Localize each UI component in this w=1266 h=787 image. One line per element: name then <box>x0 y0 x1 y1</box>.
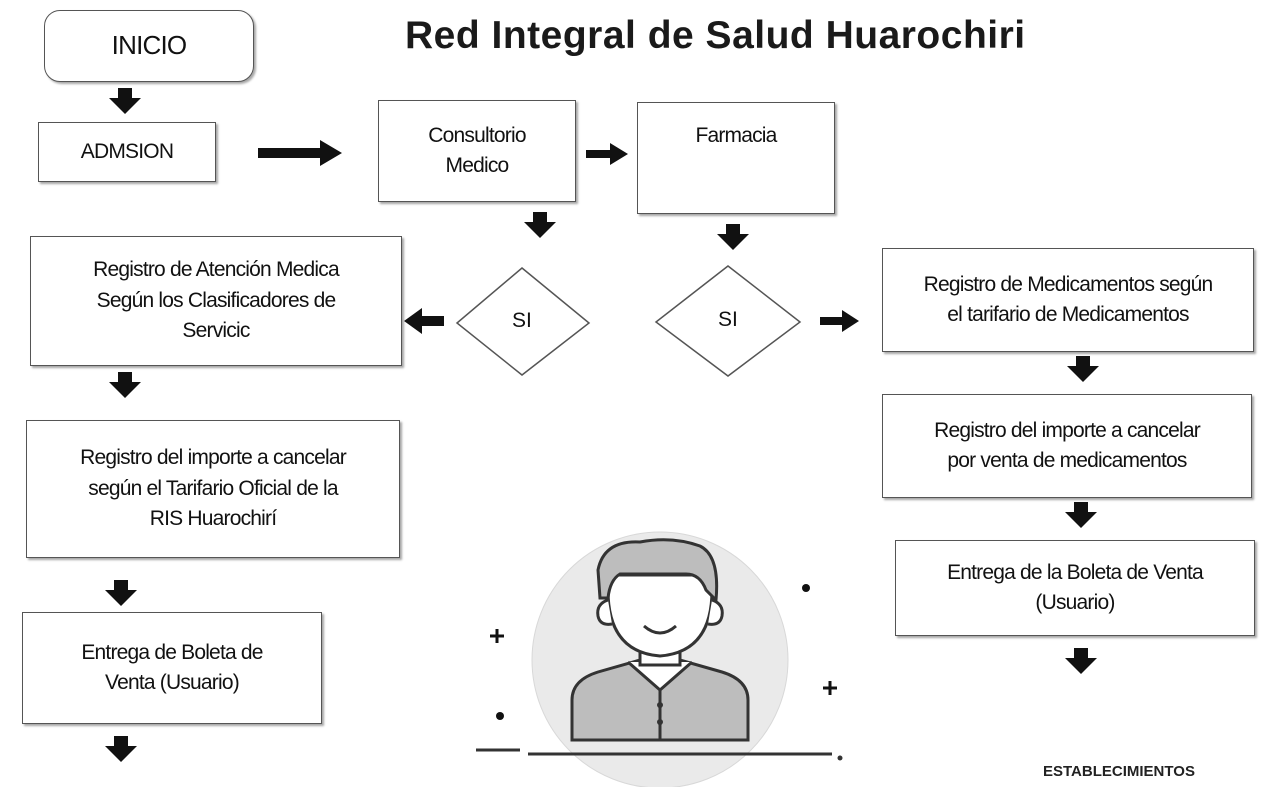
right-step-2-label: Registro del importe a cancelar por vent… <box>934 418 1201 472</box>
left-step-1-label: Registro de Atención Medica Según los Cl… <box>93 258 340 343</box>
arrow-right-icon <box>586 143 628 165</box>
start-node-label: INICIO <box>111 30 187 61</box>
arrow-down-icon <box>1067 356 1099 382</box>
right-step-1: Registro de Medicamentos según el tarifa… <box>882 248 1254 352</box>
decision-diamond-left <box>455 267 591 376</box>
decision-left-label: SI <box>512 309 532 332</box>
left-step-2: Registro del importe a cancelar según el… <box>26 420 400 558</box>
consultorio-node: Consultorio Medico <box>378 100 576 202</box>
left-step-1: Registro de Atención Medica Según los Cl… <box>30 236 402 366</box>
arrow-down-icon <box>105 580 137 606</box>
left-step-3-label: Entrega de Boleta de Venta (Usuario) <box>81 640 263 694</box>
footer-label: ESTABLECIMIENTOS <box>1043 763 1195 780</box>
decision-diamond-right <box>654 265 802 377</box>
start-node: INICIO <box>44 10 254 82</box>
arrow-right-icon <box>258 140 342 166</box>
admission-node-label: ADMSION <box>80 139 174 163</box>
right-step-1-label: Registro de Medicamentos según el tarifa… <box>923 272 1214 326</box>
arrow-down-icon <box>109 372 141 398</box>
arrow-down-icon <box>1065 502 1097 528</box>
admission-node: ADMSION <box>38 122 216 182</box>
arrow-right-icon <box>820 310 859 332</box>
farmacia-node: Farmacia <box>637 102 835 214</box>
left-step-2-label: Registro del importe a cancelar según el… <box>80 446 347 531</box>
arrow-down-icon <box>109 88 141 114</box>
right-step-3-label: Entrega de la Boleta de Venta (Usuario) <box>947 560 1204 614</box>
farmacia-node-label: Farmacia <box>695 123 777 147</box>
arrow-down-icon <box>1065 648 1097 674</box>
decision-right-label: SI <box>718 308 738 331</box>
arrow-down-icon <box>524 212 556 238</box>
consultorio-node-label: Consultorio Medico <box>428 123 526 177</box>
arrow-down-icon <box>717 224 749 250</box>
arrows <box>105 88 1099 762</box>
diagram-title: Red Integral de Salud Huarochiri <box>405 14 1026 57</box>
right-step-3: Entrega de la Boleta de Venta (Usuario) <box>895 540 1255 636</box>
right-step-2: Registro del importe a cancelar por vent… <box>882 394 1252 498</box>
user-illustration-icon <box>476 531 843 787</box>
arrow-down-icon <box>105 736 137 762</box>
left-step-3: Entrega de Boleta de Venta (Usuario) <box>22 612 322 724</box>
arrow-left-icon <box>404 308 444 334</box>
